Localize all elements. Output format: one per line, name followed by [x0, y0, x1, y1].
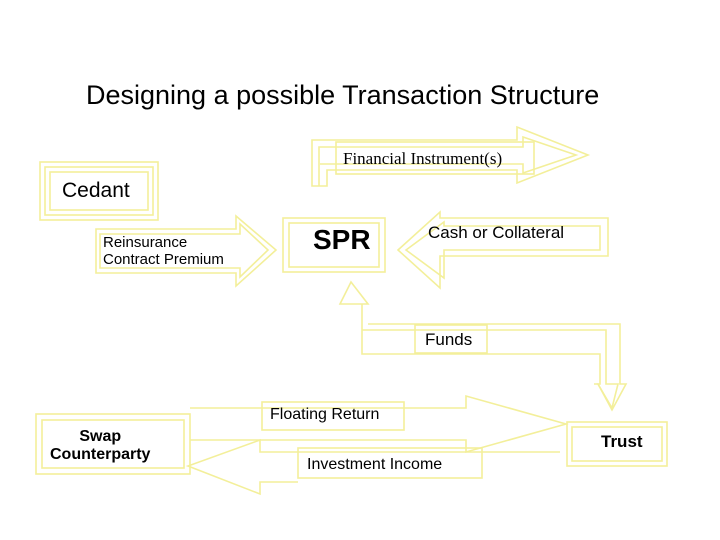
financial-instruments-arrow [311, 125, 591, 187]
cash-collateral-arrow [396, 210, 609, 290]
floating-return-arrow [190, 394, 569, 454]
floating-return-label: Floating Return [270, 406, 380, 423]
reinsurance-label-line-2: Contract Premium [103, 251, 224, 268]
investment-income-label: Investment Income [307, 456, 443, 473]
swap-counterparty-label: Swap Counterparty [50, 428, 150, 464]
swap-counterparty-box [35, 413, 191, 475]
reinsurance-label-line-1: Reinsurance [103, 234, 188, 251]
diagram-title: Designing a possible Transaction Structu… [86, 80, 600, 110]
investment-income-arrow [185, 438, 560, 496]
financial-instruments-label: Financial Instrument(s) [343, 149, 503, 168]
financial-instruments-label-frame [335, 141, 535, 175]
reinsurance-premium-arrow [95, 214, 278, 288]
swap-label-line-1: Swap [79, 428, 122, 445]
cedant-box [39, 161, 159, 221]
spr-box [282, 217, 386, 273]
trust-label: Trust [601, 432, 643, 451]
cedant-label: Cedant [62, 179, 130, 202]
funds-label: Funds [425, 330, 473, 349]
funds-arrow [338, 280, 628, 412]
cash-collateral-label: Cash or Collateral [428, 223, 565, 242]
swap-label-line-2: Counterparty [50, 446, 151, 463]
reinsurance-premium-label: Reinsurance Contract Premium [103, 234, 224, 268]
spr-label: SPR [313, 224, 371, 255]
trust-box [566, 421, 668, 467]
